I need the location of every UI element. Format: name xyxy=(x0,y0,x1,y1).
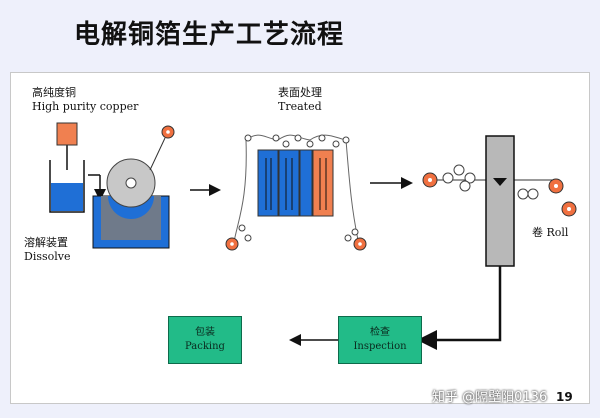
treated-label-zh: 表面处理 xyxy=(278,86,322,99)
arrow-to-inspection xyxy=(417,266,502,350)
treatment-line xyxy=(225,134,367,251)
watermark: 知乎 @隔壁阳0136 xyxy=(432,390,548,405)
packing-label-en: Packing xyxy=(185,341,225,352)
copper-block xyxy=(56,122,78,170)
roll-label-en: Roll xyxy=(546,226,569,239)
packing-box: 包装 Packing xyxy=(168,316,242,364)
inspection-label-en: Inspection xyxy=(353,341,407,352)
inspection-box: 检查 Inspection xyxy=(338,316,422,364)
dissolve-tank xyxy=(49,160,106,213)
rolling-station xyxy=(422,135,577,267)
inspection-label-zh: 检查 xyxy=(370,327,390,338)
page-number: 19 xyxy=(556,390,573,404)
treated-label-en: Treated xyxy=(278,100,322,113)
roll-label: 卷 Roll xyxy=(532,224,568,240)
copper-label-en: High purity copper xyxy=(32,100,139,113)
roll-label-zh: 卷 xyxy=(532,226,543,239)
page-title: 电解铜箔生产工艺流程 xyxy=(74,20,345,50)
copper-label-zh: 高纯度铜 xyxy=(32,86,76,99)
dissolve-label-en: Dissolve xyxy=(24,250,71,263)
dissolve-label-zh: 溶解装置 xyxy=(24,236,68,249)
packing-label-zh: 包装 xyxy=(195,327,215,338)
electrolytic-cell xyxy=(92,125,175,249)
